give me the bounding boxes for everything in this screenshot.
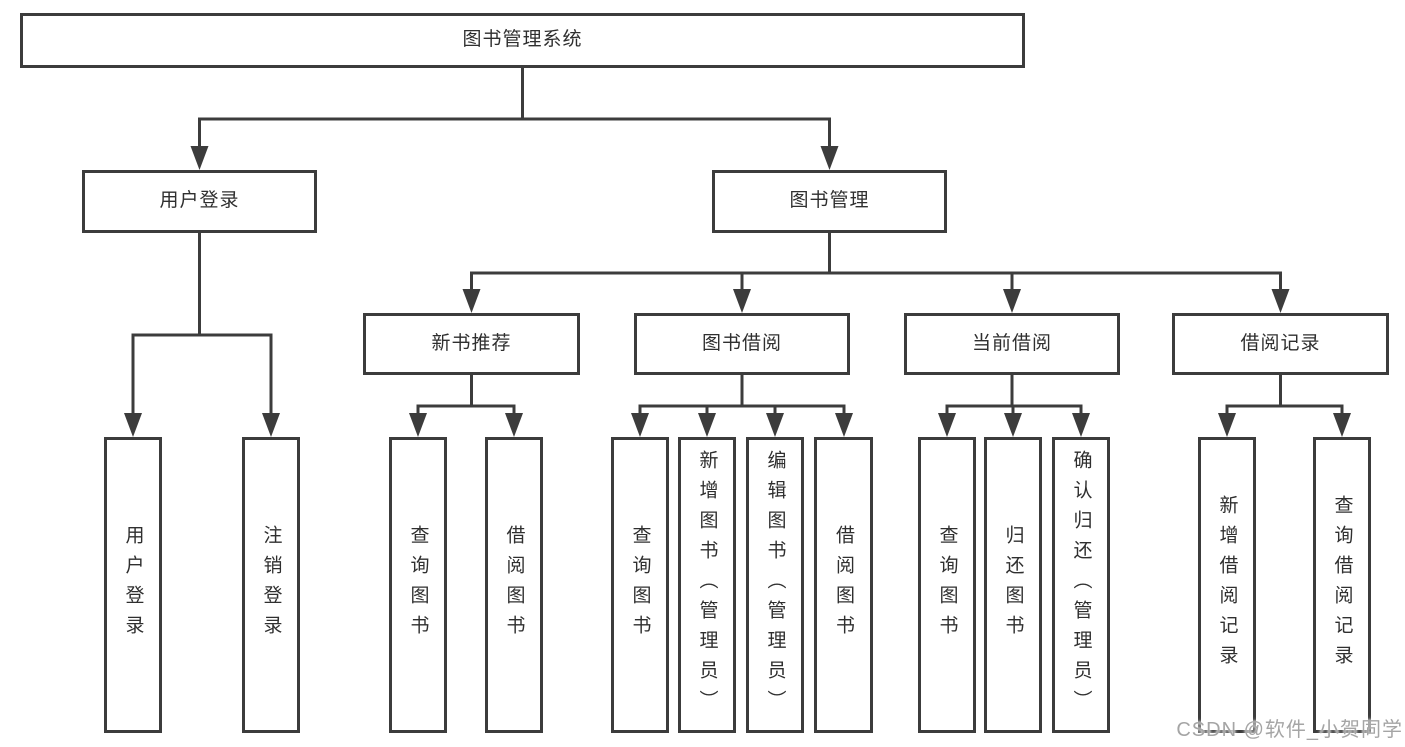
node-book-borrowing: 图书借阅 — [634, 313, 850, 375]
node-borrow-books-2: 借阅图书 — [814, 437, 873, 733]
arrow-down-icon — [938, 413, 956, 437]
node-return-books: 归还图书 — [984, 437, 1042, 733]
connector-root-to-level2 — [198, 68, 831, 160]
node-edit-books-admin: 编辑图书（管理员） — [746, 437, 804, 733]
arrow-down-icon — [698, 413, 716, 437]
arrow-down-icon — [820, 146, 839, 170]
arrowheads — [124, 146, 1351, 437]
node-add-books-admin: 新增图书（管理员） — [678, 437, 736, 733]
watermark: CSDN @软件_小贺同学 — [1176, 719, 1403, 741]
arrow-down-icon — [1072, 413, 1090, 437]
arrow-down-icon — [505, 413, 523, 437]
arrow-down-icon — [190, 146, 209, 170]
arrow-down-icon — [409, 413, 427, 437]
connector-new-book-recommend-to-leaves — [416, 375, 516, 428]
node-book-management: 图书管理 — [712, 170, 947, 233]
arrow-down-icon — [766, 413, 784, 437]
arrow-down-icon — [1004, 413, 1022, 437]
arrow-down-icon — [835, 413, 853, 437]
arrow-down-icon — [631, 413, 649, 437]
node-query-books-3: 查询图书 — [918, 437, 976, 733]
arrow-down-icon — [124, 413, 142, 437]
node-logout: 注销登录 — [242, 437, 300, 733]
node-confirm-return-admin: 确认归还（管理员） — [1052, 437, 1110, 733]
node-borrow-books-1: 借阅图书 — [485, 437, 543, 733]
node-new-book-recommend: 新书推荐 — [363, 313, 580, 375]
node-user-login: 用户登录 — [82, 170, 317, 233]
arrow-down-icon — [262, 413, 280, 437]
connector-book-management-to-level3 — [470, 233, 1282, 303]
connector-book-borrowing-to-leaves — [638, 375, 846, 428]
arrow-down-icon — [1333, 413, 1351, 437]
node-current-borrowing: 当前借阅 — [904, 313, 1120, 375]
connector-user-login-to-leaves — [131, 233, 273, 428]
node-root: 图书管理系统 — [20, 13, 1025, 68]
arrow-down-icon — [462, 289, 481, 313]
arrow-down-icon — [1003, 289, 1021, 313]
arrow-down-icon — [1218, 413, 1236, 437]
arrow-down-icon — [733, 289, 751, 313]
node-add-borrow-record: 新增借阅记录 — [1198, 437, 1256, 733]
node-borrowing-records: 借阅记录 — [1172, 313, 1389, 375]
node-query-books-2: 查询图书 — [611, 437, 669, 733]
connector-borrowing-records-to-leaves — [1225, 375, 1344, 428]
arrow-down-icon — [1271, 289, 1290, 313]
node-query-books-1: 查询图书 — [389, 437, 447, 733]
node-query-borrow-record: 查询借阅记录 — [1313, 437, 1371, 733]
node-user-login-leaf: 用户登录 — [104, 437, 162, 733]
